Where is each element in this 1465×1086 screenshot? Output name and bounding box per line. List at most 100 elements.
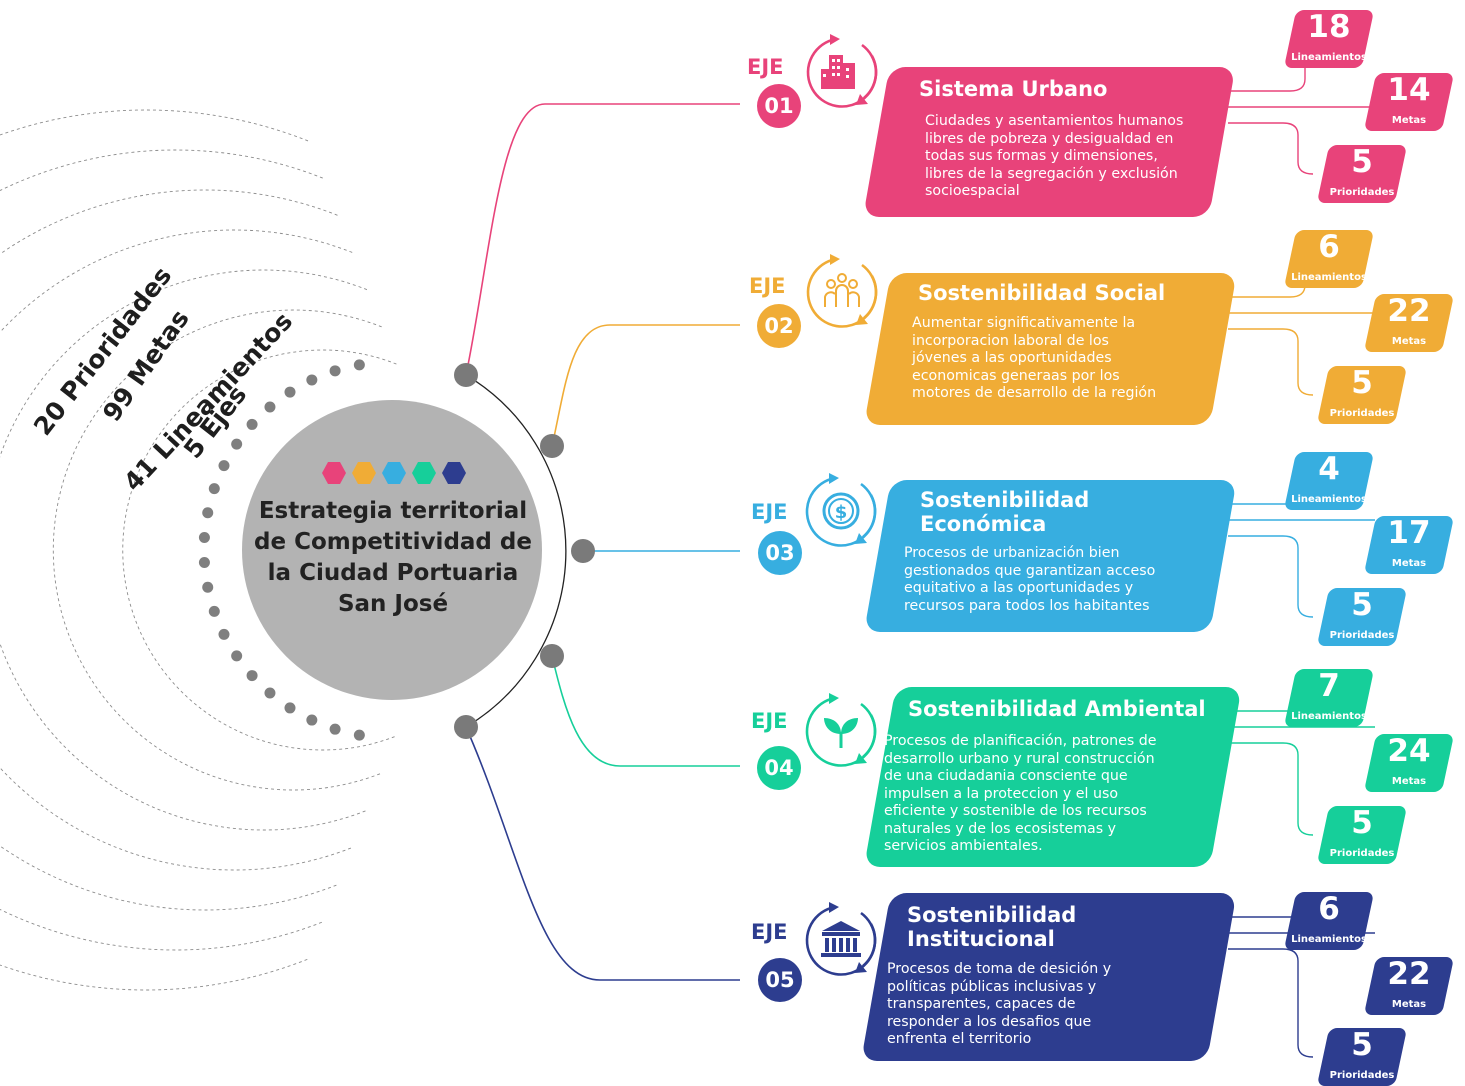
ring-dot [231, 438, 243, 450]
stat-label: Metas [1391, 776, 1427, 787]
stat-connector [1228, 535, 1314, 618]
stat-value: 5 [1351, 365, 1373, 401]
ring-dot [202, 507, 214, 519]
stat-label: Prioridades [1329, 1070, 1395, 1081]
icon-rings [805, 34, 878, 976]
ring-dot [284, 702, 296, 714]
eje-title: Sostenibilidad Económica [920, 488, 1090, 536]
stat-connector [1228, 742, 1314, 836]
eje-description: Procesos de planificación, patrones de d… [884, 733, 1157, 854]
arrow-head [855, 753, 867, 764]
eje-number-badge: 04 [757, 746, 801, 790]
ring-dot [246, 670, 258, 682]
dashed-arc [0, 149, 323, 951]
arrow-head [829, 473, 839, 484]
eje-number-badge: 01 [757, 84, 801, 128]
eje-title: Sostenibilidad Ambiental [908, 697, 1206, 721]
ring-dot [218, 628, 230, 640]
stat-value: 5 [1351, 1027, 1373, 1063]
color-hex [412, 462, 436, 484]
stat-value: 22 [1387, 293, 1431, 329]
stat-value: 6 [1318, 229, 1340, 265]
color-hex [322, 462, 346, 484]
ring-dot [264, 401, 276, 413]
connector-line [465, 726, 740, 981]
ring-node [540, 434, 564, 458]
eje-description: Ciudades y asentamientos humanos libres … [925, 113, 1184, 199]
arrow-head [829, 693, 839, 704]
stat-label: Lineamientos [1291, 711, 1367, 722]
stat-label: Prioridades [1329, 848, 1395, 859]
sprout-icon [806, 696, 876, 766]
arrow-head [855, 533, 867, 544]
stat-connector [1228, 328, 1314, 396]
stat-value: 17 [1387, 515, 1431, 551]
ring-dot [329, 365, 341, 377]
arrow-head [830, 254, 840, 265]
icon-ring-arc [863, 55, 878, 99]
outer-ring-arc [465, 374, 567, 728]
stat-label: Lineamientos [1291, 52, 1367, 63]
ring-dot [231, 650, 243, 662]
stat-label: Prioridades [1329, 187, 1395, 198]
eje-description: Aumentar significativamente la incorpora… [912, 315, 1157, 401]
eje-word: EJE [751, 920, 788, 944]
stat-connector [1228, 948, 1314, 1058]
ring-dot [208, 483, 220, 495]
ring-nodes [454, 363, 595, 739]
ring-node [571, 539, 595, 563]
stat-label: Lineamientos [1291, 272, 1367, 283]
stat-label: Metas [1391, 336, 1427, 347]
ring-dot [246, 418, 258, 430]
ring-dot [264, 687, 276, 699]
svg-text:$: $ [835, 502, 848, 523]
center-circle [242, 400, 542, 700]
ring-dot [202, 581, 214, 593]
arrow-head [856, 314, 868, 325]
ring-dot [306, 374, 318, 386]
eje-word: EJE [751, 709, 788, 733]
stat-label: Lineamientos [1291, 934, 1367, 945]
eje-number-badge: 03 [758, 531, 802, 575]
dollar-coin-icon: $ [806, 476, 876, 546]
ring-dot [208, 605, 220, 617]
people-icon [807, 257, 877, 327]
stat-value: 24 [1387, 733, 1431, 769]
eje-word: EJE [751, 500, 788, 524]
ring-dot [329, 723, 341, 735]
eje-word: EJE [749, 274, 786, 298]
color-hex-row [322, 462, 472, 488]
decorative-arcs [0, 109, 397, 991]
ring-node [454, 715, 478, 739]
eje-number-badge: 02 [757, 304, 801, 348]
stat-label: Lineamientos [1291, 494, 1367, 505]
connector-line [465, 103, 740, 376]
dashed-arc [52, 309, 382, 791]
arrow-head [829, 902, 839, 913]
connector-line [551, 324, 740, 447]
ring-dot [353, 729, 365, 741]
ring-node [454, 363, 478, 387]
ring-dot [306, 714, 318, 726]
icon-ring-arc [863, 275, 878, 319]
stat-value: 14 [1387, 72, 1431, 108]
ring-node [540, 644, 564, 668]
connector-line [551, 655, 740, 767]
buildings-icon [807, 37, 877, 107]
stat-value: 18 [1307, 9, 1351, 45]
stat-value: 5 [1351, 144, 1373, 180]
ring-dot [198, 532, 210, 544]
color-hex [352, 462, 376, 484]
